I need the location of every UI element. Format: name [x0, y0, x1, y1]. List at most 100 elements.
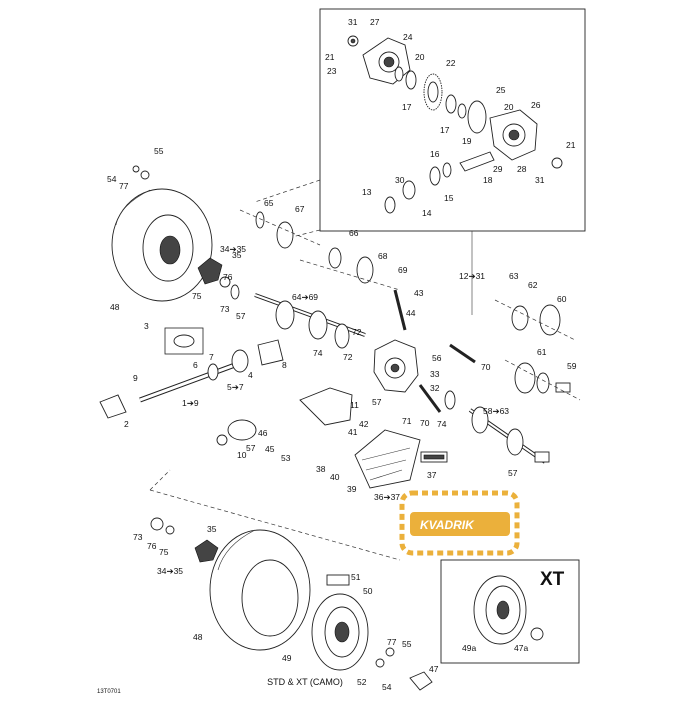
callout-p26: 77 — [119, 181, 129, 191]
callout-p17: 28 — [517, 164, 527, 174]
callout-p36: 73 — [220, 304, 230, 314]
callout-p4: 21 — [325, 52, 335, 62]
callout-p57: 4 — [248, 370, 253, 380]
callout-p29: 66 — [349, 228, 359, 238]
callout-p28: 67 — [295, 204, 305, 214]
callout-p37: 48 — [110, 302, 120, 312]
callout-p68: 71 — [402, 416, 412, 426]
callout-p79: 39 — [347, 484, 357, 494]
callout-p59: 9 — [133, 373, 138, 383]
callout-p60: 2 — [124, 419, 129, 429]
callout-p11: 20 — [504, 102, 514, 112]
wheel-hardware-lower — [150, 517, 433, 691]
wheel-rim-lower — [311, 593, 369, 671]
callout-p81: 36➔37 — [374, 492, 400, 502]
callout-p47: 8 — [282, 360, 287, 370]
callout-p5: 23 — [327, 66, 337, 76]
kvadrik-watermark: KVADRIK — [399, 490, 520, 556]
callout-p55: 6 — [193, 360, 198, 370]
callout-p66: 41 — [348, 427, 358, 437]
callout-p77: 38 — [316, 464, 326, 474]
callout-p35: 75 — [192, 291, 202, 301]
propeller-shaft — [99, 327, 284, 419]
callout-p88: 51 — [351, 572, 361, 582]
callout-p14: 21 — [566, 140, 576, 150]
callout-p7: 22 — [446, 58, 456, 68]
callout-p12: 26 — [531, 100, 541, 110]
callout-p32: 34➔35 — [220, 244, 246, 254]
pinion-shaft — [384, 151, 495, 214]
callout-p87: 34➔35 — [157, 566, 183, 576]
right-drive-shaft — [468, 299, 581, 464]
xt-wheel-rim — [473, 575, 544, 645]
callout-p91: 49 — [282, 653, 292, 663]
callout-p65: 57 — [372, 397, 382, 407]
callout-p93: 55 — [402, 639, 412, 649]
callout-p71: 58➔63 — [483, 406, 509, 416]
callout-p70: 74 — [437, 419, 447, 429]
callout-p64: 32 — [430, 383, 440, 393]
callout-p73: 57 — [246, 443, 256, 453]
callout-p51: 56 — [432, 353, 442, 363]
callout-p95: 54 — [382, 682, 392, 692]
lower-dashed-link — [149, 489, 401, 561]
differential-detail-frame — [319, 8, 586, 232]
callout-p38: 64➔69 — [292, 292, 318, 302]
callout-p56: 7 — [209, 352, 214, 362]
callout-p18: 18 — [483, 175, 493, 185]
callout-p48: 74 — [313, 348, 323, 358]
callout-p13: 19 — [462, 136, 472, 146]
callout-p8: 17 — [402, 102, 412, 112]
callout-p90: 48 — [193, 632, 203, 642]
wheel-hub-upper — [132, 165, 240, 300]
callout-p31: 69 — [398, 265, 408, 275]
callout-p22: 15 — [444, 193, 454, 203]
callout-p19: 31 — [535, 175, 545, 185]
callout-p84: 76 — [147, 541, 157, 551]
callout-p27: 65 — [264, 198, 274, 208]
callout-p24: 55 — [154, 146, 164, 156]
callout-p34: 76 — [223, 272, 233, 282]
differential-main-housing — [489, 109, 563, 169]
skid-plate — [354, 429, 448, 489]
callout-p92: 77 — [387, 637, 397, 647]
callout-p98: 47a — [514, 643, 528, 653]
callout-p76: 53 — [281, 453, 291, 463]
callout-p50: 72 — [343, 352, 353, 362]
differential-bearings — [347, 35, 467, 119]
callout-p63: 33 — [430, 369, 440, 379]
rear-housing-brake — [216, 387, 353, 446]
callout-p86: 35 — [207, 524, 217, 534]
callout-p2: 27 — [370, 17, 380, 27]
callout-p39: 57 — [236, 311, 246, 321]
callout-p1: 31 — [348, 17, 358, 27]
callout-p30: 68 — [378, 251, 388, 261]
callout-p82: 57 — [508, 468, 518, 478]
callout-p25: 54 — [107, 174, 117, 184]
callout-p9: 25 — [496, 85, 506, 95]
callout-p74: 10 — [237, 450, 247, 460]
callout-p33: 35 — [232, 250, 242, 260]
lower-dashed-link-2 — [149, 469, 171, 491]
callout-p54: 59 — [567, 361, 577, 371]
callout-p20: 30 — [395, 175, 405, 185]
ring-gear — [423, 73, 443, 111]
callout-p80: 37 — [427, 470, 437, 480]
callout-p41: 43 — [414, 288, 424, 298]
callout-p49: 72 — [352, 327, 362, 337]
rear-tire-lower — [209, 529, 311, 651]
callout-p97: 49a — [462, 643, 476, 653]
callout-p67: 42 — [359, 419, 369, 429]
callout-p43: 63 — [509, 271, 519, 281]
callout-p45: 60 — [557, 294, 567, 304]
callout-p78: 40 — [330, 472, 340, 482]
callout-p40: 12➔31 — [459, 271, 485, 281]
callout-p89: 50 — [363, 586, 373, 596]
callout-p62: 11 — [350, 400, 359, 410]
callout-p6: 20 — [415, 52, 425, 62]
callout-p16: 29 — [493, 164, 503, 174]
callout-p44: 62 — [528, 280, 538, 290]
callout-p42: 44 — [406, 308, 416, 318]
